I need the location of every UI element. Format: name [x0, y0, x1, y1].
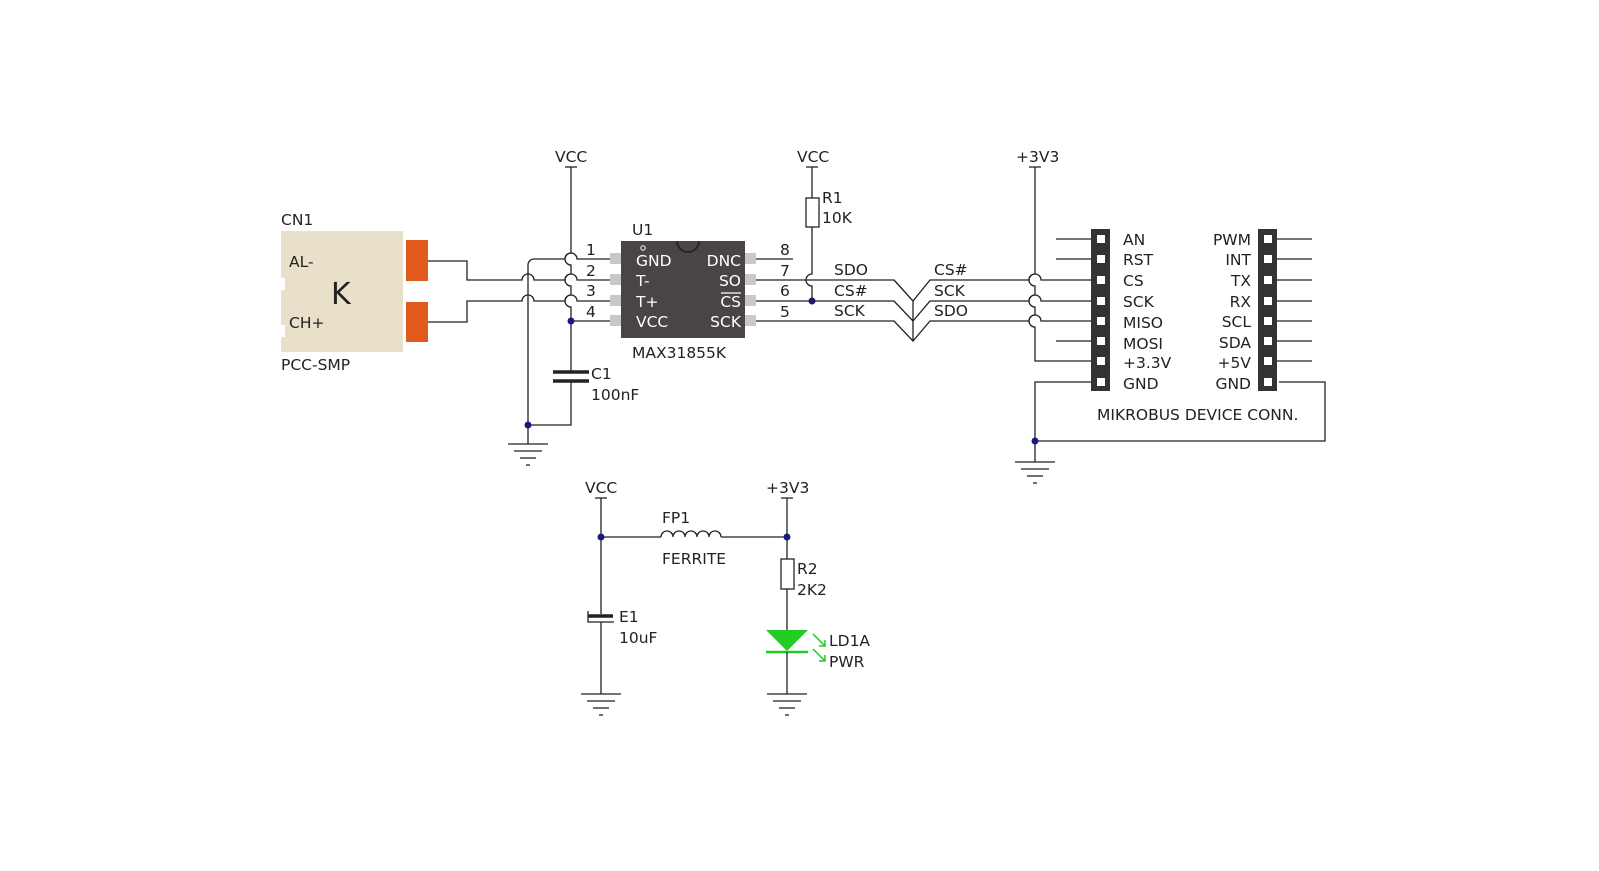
ic-pin-so: SO — [719, 272, 741, 290]
e1-value: 10uF — [619, 629, 658, 647]
vcc-label-1: VCC — [555, 148, 587, 166]
led-ref: LD1A — [829, 632, 870, 650]
bus-left-cs: CS — [1123, 272, 1144, 290]
bus-right-gnd: GND — [1215, 375, 1251, 393]
vcc-label-3: VCC — [585, 479, 617, 497]
power-section: VCC FP1 FERRITE E1 10uF +3V3 R2 2K2 LD1A… — [581, 479, 870, 716]
ic-part: MAX31855K — [632, 344, 727, 362]
c1-ref: C1 — [591, 365, 612, 383]
connector-ref: CN1 — [281, 211, 313, 229]
fp1-ref: FP1 — [662, 509, 690, 527]
bus-left-mosi: MOSI — [1123, 335, 1163, 353]
bus-left-3v3: +3.3V — [1123, 354, 1172, 372]
r1-ref: R1 — [822, 189, 843, 207]
ic-pin-gnd: GND — [636, 252, 672, 270]
mikrobus-connector: AN RST CS SCK MISO MOSI +3.3V GND PWM IN… — [1056, 229, 1312, 424]
vcc-label-2: VCC — [797, 148, 829, 166]
mikrobus-gnd — [1015, 381, 1326, 484]
pin-num-8: 8 — [780, 241, 790, 259]
resistor-r1: VCC R1 10K — [797, 148, 853, 301]
r2-ref: R2 — [797, 560, 818, 578]
ic-u1: U1 MAX31855K GND T- T+ VCC DNC SO CS SCK… — [586, 221, 790, 362]
bus-left-rst: RST — [1123, 251, 1154, 269]
net-bus-sck: SCK — [934, 282, 966, 300]
bus-left-an: AN — [1123, 231, 1145, 249]
pad-ch — [406, 302, 428, 342]
wires-input — [428, 167, 610, 444]
ic-pin-sck: SCK — [710, 313, 742, 331]
net-bus-sdo: SDO — [934, 302, 968, 320]
led-ld1a — [766, 630, 808, 651]
connector-type: PCC-SMP — [281, 356, 350, 374]
pin-num-1: 1 — [586, 241, 596, 259]
ground-1 — [508, 443, 548, 466]
ic-pin-vcc: VCC — [636, 313, 668, 331]
bus-right-pwm: PWM — [1213, 231, 1251, 249]
v33-label-bus: +3V3 — [1016, 148, 1059, 166]
ic-pin-tminus: T- — [635, 272, 650, 290]
net-bus-cs: CS# — [934, 261, 968, 279]
ic-body — [621, 241, 745, 338]
e1-ref: E1 — [619, 608, 639, 626]
r1-value: 10K — [822, 209, 853, 227]
net-ic-sdo: SDO — [834, 261, 868, 279]
net-ic-sck: SCK — [834, 302, 866, 320]
pad-al — [406, 240, 428, 281]
ic-ref: U1 — [632, 221, 653, 239]
net-ic-cs: CS# — [834, 282, 868, 300]
pin-num-7: 7 — [780, 262, 790, 280]
pin-num-3: 3 — [586, 282, 596, 300]
connector-pin-bottom: CH+ — [289, 314, 324, 332]
bus-right-scl: SCL — [1222, 313, 1252, 331]
ic-pin-dnc: DNC — [707, 252, 741, 270]
bus-right-int: INT — [1225, 251, 1251, 269]
bus-left-sck: SCK — [1123, 293, 1155, 311]
signal-nets: SDO CS# SCK CS# SCK SDO — [756, 261, 1091, 342]
bus-right-5v: +5V — [1218, 354, 1252, 372]
ic-pin-tplus: T+ — [635, 293, 658, 311]
power-3v3-bus: +3V3 — [1016, 148, 1091, 362]
mikrobus-title: MIKROBUS DEVICE CONN. — [1097, 406, 1298, 424]
connector-center: K — [331, 277, 352, 312]
fp1-value: FERRITE — [662, 550, 726, 568]
bus-left-miso: MISO — [1123, 314, 1163, 332]
connector-pin-top: AL- — [289, 253, 314, 271]
r2-value: 2K2 — [797, 581, 827, 599]
pin-num-4: 4 — [586, 303, 596, 321]
bus-right-tx: TX — [1230, 272, 1251, 290]
v33-label-led: +3V3 — [766, 479, 809, 497]
pin-num-5: 5 — [780, 303, 790, 321]
bus-left-gnd: GND — [1123, 375, 1159, 393]
power-vcc-1: VCC — [555, 148, 587, 168]
c1-value: 100nF — [591, 386, 639, 404]
bus-right-rx: RX — [1230, 293, 1252, 311]
led-value: PWR — [829, 653, 865, 671]
bus-right-sda: SDA — [1219, 334, 1252, 352]
connector-cn1: CN1 AL- K CH+ PCC-SMP — [281, 211, 428, 374]
pin-num-2: 2 — [586, 262, 596, 280]
capacitor-c1: C1 100nF — [553, 365, 639, 404]
pin-num-6: 6 — [780, 282, 790, 300]
ic-pin-cs: CS — [720, 293, 741, 311]
